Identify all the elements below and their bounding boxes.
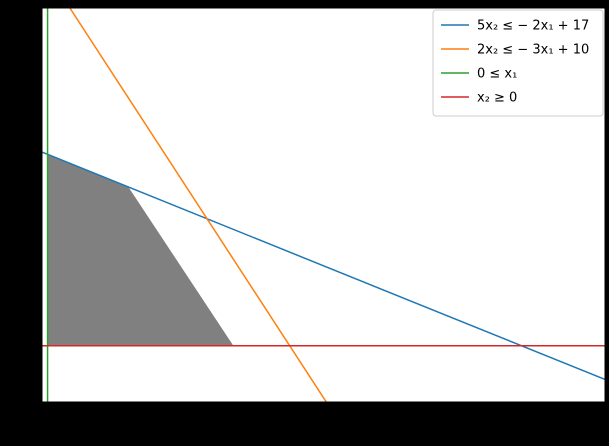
legend-label-4: x₂ ≥ 0 bbox=[477, 91, 517, 106]
legend-box bbox=[432, 9, 604, 117]
plot-frame bbox=[41, 7, 606, 403]
series-layer bbox=[42, 8, 605, 402]
legend: 5x₂ ≤ − 2x₁ + 17 2x₂ ≤ − 3x₁ + 10 0 ≤ x₁ x₂… bbox=[432, 9, 604, 117]
legend-label-3: 0 ≤ x₁ bbox=[477, 67, 517, 82]
feasible-region bbox=[47, 154, 234, 346]
series-line-2 bbox=[69, 8, 327, 402]
tick-layer bbox=[38, 7, 606, 406]
feasible-region-layer bbox=[47, 154, 234, 346]
legend-label-1: 5x₂ ≤ − 2x₁ + 17 bbox=[477, 19, 589, 34]
legend-label-2: 2x₂ ≤ − 3x₁ + 10 bbox=[477, 43, 589, 58]
series-line-1 bbox=[42, 151, 605, 381]
